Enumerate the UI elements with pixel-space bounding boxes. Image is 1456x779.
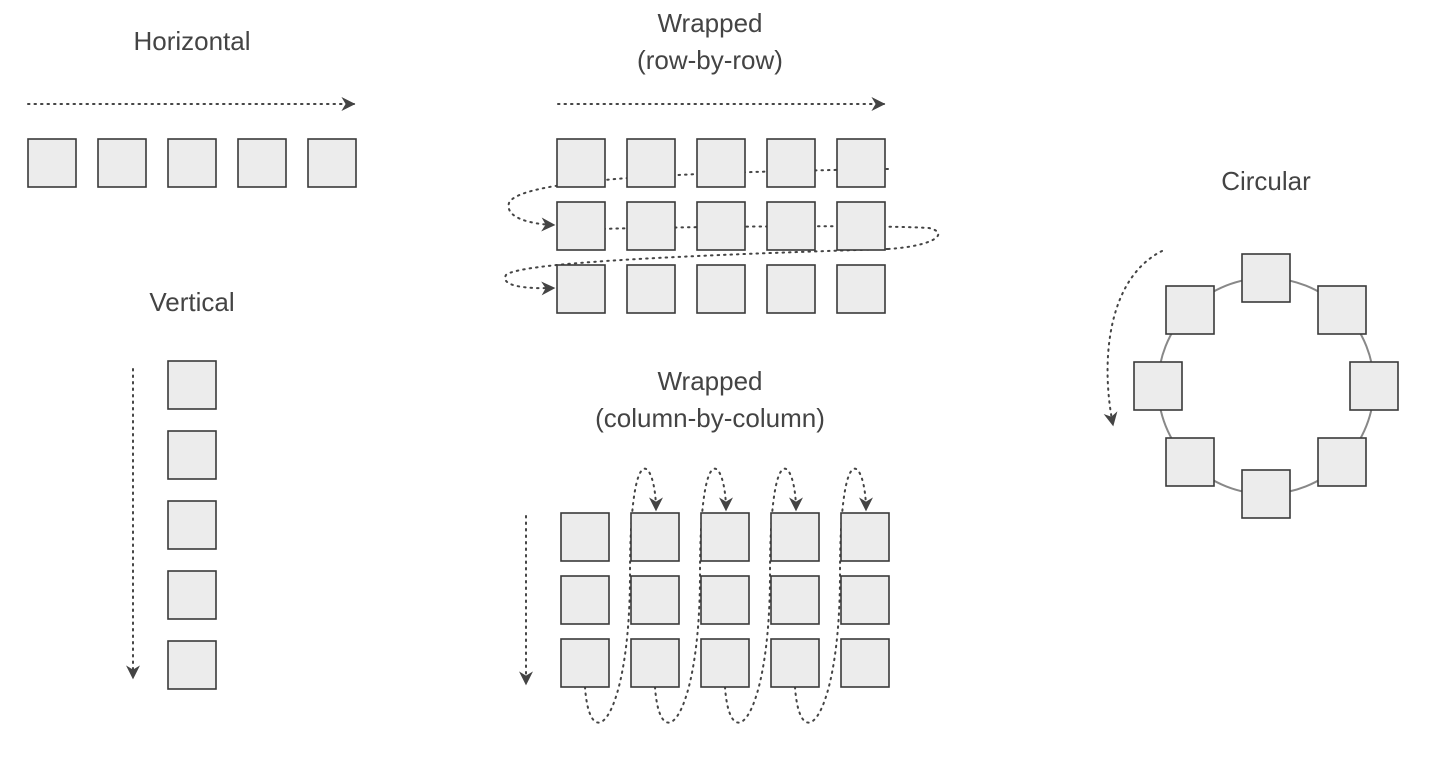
vertical-box xyxy=(167,500,217,550)
vertical-box xyxy=(167,640,217,690)
horizontal-title: Horizontal xyxy=(133,26,250,56)
wrapped-row-box xyxy=(626,264,676,314)
wrapped-row-subtitle: (row-by-row) xyxy=(637,45,783,75)
circular-box xyxy=(1349,361,1399,411)
wrapped-column-box-group xyxy=(560,512,890,688)
circular-box xyxy=(1317,285,1367,335)
wrapped-row-title: Wrapped xyxy=(657,8,762,38)
wrapped-column-title: Wrapped xyxy=(657,366,762,396)
circular-box-group xyxy=(1133,253,1399,519)
circular-box xyxy=(1165,285,1215,335)
circular-box xyxy=(1133,361,1183,411)
wrapped-column-box xyxy=(840,638,890,688)
circular-box xyxy=(1241,469,1291,519)
wrapped-row-wrap-arrow-2 xyxy=(504,248,889,296)
circular-title: Circular xyxy=(1221,166,1311,196)
wrapped-row-box xyxy=(836,264,886,314)
wrapped-column-box xyxy=(840,512,890,562)
wrapped-column-wrap-arrow-4 xyxy=(794,467,873,724)
circular-box xyxy=(1317,437,1367,487)
wrapped-row-box xyxy=(836,201,886,251)
wrapped-row-box xyxy=(626,201,676,251)
wrapped-column-wrap-arrow-2 xyxy=(654,467,733,724)
wrapped-column-subtitle: (column-by-column) xyxy=(595,403,825,433)
vertical-title: Vertical xyxy=(149,287,234,317)
wrapped-row-box xyxy=(556,201,606,251)
vertical-box xyxy=(167,430,217,480)
wrapped-row-box xyxy=(626,138,676,188)
vertical-box xyxy=(167,570,217,620)
wrapped-column-box xyxy=(630,512,680,562)
wrapped-row-box xyxy=(766,201,816,251)
wrapped-row-box xyxy=(696,264,746,314)
horizontal-box xyxy=(167,138,217,188)
wrapped-column-wrap-arrow-3 xyxy=(724,467,803,724)
wrapped-column-box xyxy=(770,638,820,688)
circular-flow-arrow xyxy=(1103,250,1163,427)
wrapped-row-box xyxy=(556,138,606,188)
horizontal-box xyxy=(237,138,287,188)
wrapped-row-box xyxy=(696,138,746,188)
vertical-box-group xyxy=(167,360,217,690)
wrapped-column-box xyxy=(700,575,750,625)
wrapped-row-wrap-arrow-1 xyxy=(507,168,889,232)
horizontal-box xyxy=(27,138,77,188)
vertical-box xyxy=(167,360,217,410)
wrapped-row-box-group xyxy=(556,138,886,314)
wrapped-row-box xyxy=(766,138,816,188)
horizontal-box xyxy=(97,138,147,188)
wrapped-row-box xyxy=(766,264,816,314)
circular-box xyxy=(1241,253,1291,303)
wrapped-column-box xyxy=(560,575,610,625)
wrapped-row-box xyxy=(556,264,606,314)
wrapped-column-box xyxy=(700,512,750,562)
wrapped-row-box xyxy=(836,138,886,188)
wrapped-column-box xyxy=(560,512,610,562)
wrapped-column-wrap-arrow-1 xyxy=(584,467,663,724)
horizontal-box-group xyxy=(27,138,357,188)
wrapped-row-box xyxy=(696,201,746,251)
wrapped-column-box xyxy=(770,575,820,625)
wrapped-column-box xyxy=(840,575,890,625)
wrapped-column-box xyxy=(770,512,820,562)
wrapped-column-box xyxy=(630,575,680,625)
horizontal-box xyxy=(307,138,357,188)
wrapped-column-box xyxy=(630,638,680,688)
circular-box xyxy=(1165,437,1215,487)
wrapped-column-box xyxy=(700,638,750,688)
wrapped-column-box xyxy=(560,638,610,688)
